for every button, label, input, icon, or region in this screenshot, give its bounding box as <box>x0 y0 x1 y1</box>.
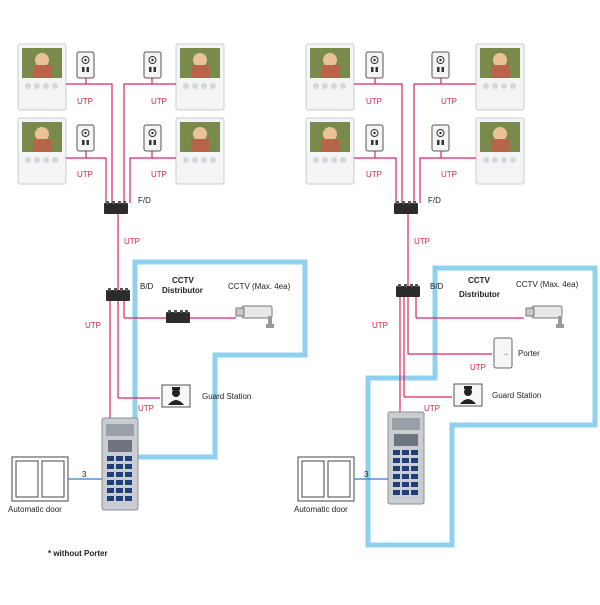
right-zone-outline <box>365 265 598 548</box>
call-button-icon <box>365 124 384 152</box>
automatic-door-label: Automatic door <box>294 505 348 514</box>
porter-icon <box>493 337 513 369</box>
utp-label: UTP <box>124 237 140 246</box>
utp-label: UTP <box>441 97 457 106</box>
floor-distributor-icon <box>104 201 128 214</box>
floor-distributor-icon <box>394 201 418 214</box>
utp-label: UTP <box>151 170 167 179</box>
porter-arrow-icon: → <box>503 351 509 357</box>
utp-label: UTP <box>77 97 93 106</box>
call-button-icon <box>143 51 162 79</box>
call-button-icon <box>431 124 450 152</box>
automatic-door-label: Automatic door <box>8 505 62 514</box>
wire-count-label: 3 <box>364 470 369 479</box>
utp-label: UTP <box>414 237 430 246</box>
cctv-distributor-label: Distributor <box>162 286 203 295</box>
utp-label: UTP <box>441 170 457 179</box>
bd-label: B/D <box>430 282 444 291</box>
guard-station-icon <box>161 384 191 408</box>
footnote: * without Porter <box>48 549 108 558</box>
guard-station-label: Guard Station <box>492 391 541 400</box>
utp-label: UTP <box>372 321 388 330</box>
utp-label: UTP <box>85 321 101 330</box>
utp-label: UTP <box>366 170 382 179</box>
monitor-icon <box>17 43 67 111</box>
door-panel-icon <box>387 411 425 505</box>
guard-station-label: Guard Station <box>202 392 251 401</box>
door-panel-icon <box>101 417 139 511</box>
call-button-icon <box>365 51 384 79</box>
porter-label: Porter <box>518 349 540 358</box>
monitor-icon <box>475 117 525 185</box>
guard-station-icon <box>453 383 483 407</box>
call-button-icon <box>143 124 162 152</box>
call-button-icon <box>76 51 95 79</box>
left-zone-outline <box>132 259 308 460</box>
monitor-icon <box>17 117 67 185</box>
utp-label: UTP <box>424 404 440 413</box>
utp-label: UTP <box>77 170 93 179</box>
monitor-icon <box>305 117 355 185</box>
monitor-icon <box>175 43 225 111</box>
utp-label: UTP <box>470 363 486 372</box>
call-button-icon <box>431 51 450 79</box>
automatic-door-icon <box>11 456 69 502</box>
fd-label: F/D <box>138 196 151 205</box>
wire-count-label: 3 <box>82 470 87 479</box>
cctv-distributor-icon <box>166 310 190 323</box>
fd-label: F/D <box>428 196 441 205</box>
bd-label: B/D <box>140 282 154 291</box>
utp-label: UTP <box>138 404 154 413</box>
left-diagram: UTP UTP UTP UTP F/D UTP B/D CCTV Distrib… <box>8 43 308 558</box>
cctv-distributor-label: CCTV <box>468 276 490 285</box>
cctv-distributor-label: CCTV <box>172 276 194 285</box>
right-diagram: UTP UTP UTP UTP F/D UTP B/D CCTV Distrib… <box>294 43 598 548</box>
monitor-icon <box>475 43 525 111</box>
cctv-distributor-label: Distributor <box>459 290 500 299</box>
cctv-max-label: CCTV (Max. 4ea) <box>228 282 291 291</box>
monitor-icon <box>175 117 225 185</box>
cctv-camera-icon <box>525 305 565 329</box>
cctv-camera-icon <box>235 305 275 329</box>
cctv-max-label: CCTV (Max. 4ea) <box>516 280 579 289</box>
automatic-door-icon <box>297 456 355 502</box>
utp-label: UTP <box>151 97 167 106</box>
monitor-icon <box>305 43 355 111</box>
call-button-icon <box>76 124 95 152</box>
utp-label: UTP <box>366 97 382 106</box>
